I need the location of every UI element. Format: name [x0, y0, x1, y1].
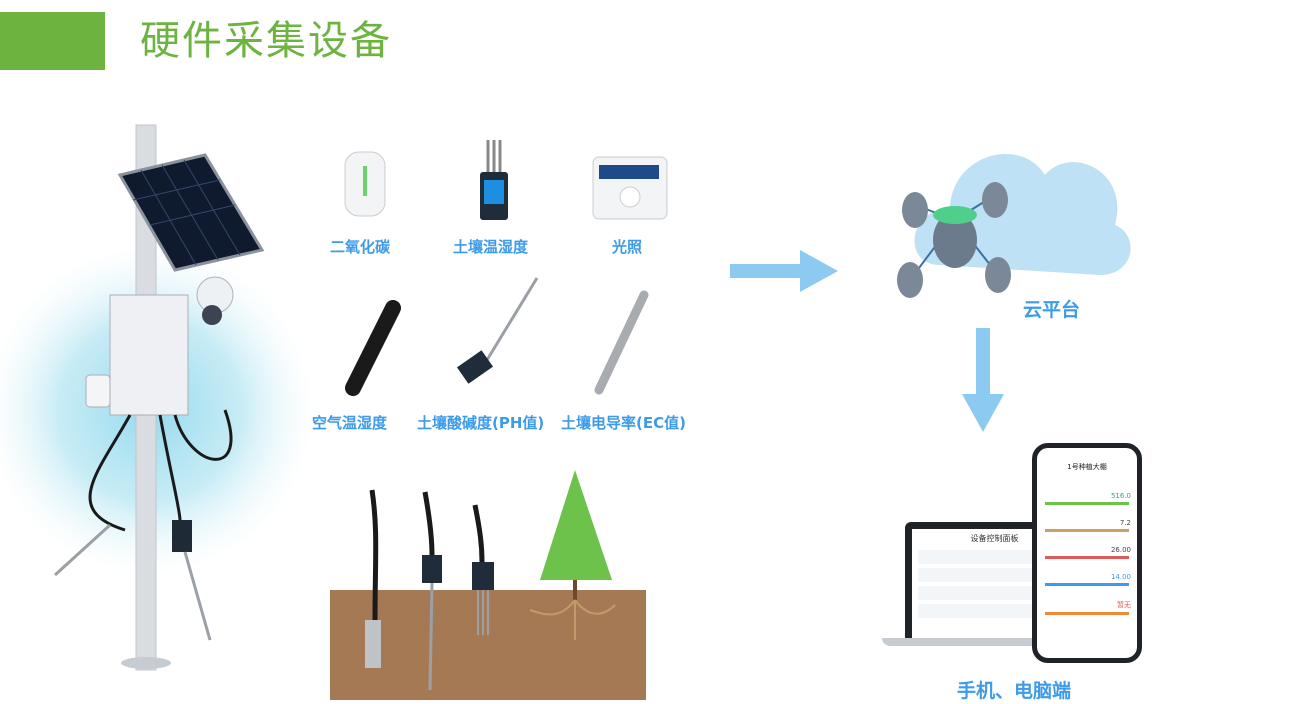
- phone-row-1: 516.0: [1110, 492, 1131, 500]
- control-box: [109, 294, 189, 416]
- sensor-label-soil-ec: 土壤电导率(EC值): [561, 414, 686, 432]
- air-temp-humidity-sensor-icon: [345, 300, 401, 396]
- page-title: 硬件采集设备: [140, 18, 392, 64]
- co2-sensor-icon: [344, 151, 386, 217]
- sensor-label-light: 光照: [612, 238, 643, 256]
- soil-scene-illustration: [330, 470, 646, 700]
- tree-icon: [540, 470, 612, 580]
- cloud-platform-label: 云平台: [1023, 299, 1081, 321]
- camera-lens: [202, 305, 222, 325]
- solar-panel: [117, 153, 265, 272]
- devices-label: 手机、电脑端: [957, 680, 1072, 702]
- cloud-platform-illustration: [897, 153, 1131, 298]
- arrow-right-icon: [730, 250, 838, 292]
- laptop-base: [882, 638, 1097, 646]
- phone-row-5: 暂无: [1117, 601, 1131, 609]
- phone-row-2: 7.2: [1119, 519, 1131, 527]
- phone-row-4: 14.00: [1110, 573, 1131, 581]
- soil-temp-humidity-sensor-icon: [480, 140, 508, 220]
- laptop-title: 设备控制面板: [970, 534, 1019, 543]
- title-accent-bar: [0, 12, 105, 70]
- sensor-label-air-temp-humidity: 空气温湿度: [312, 414, 388, 432]
- phone-title: 1号种植大棚: [1067, 463, 1107, 471]
- soil-ph-sensor-icon: [456, 277, 539, 384]
- sensor-label-soil-ph: 土壤酸碱度(PH值): [417, 414, 545, 432]
- air-sensor-unit: [85, 374, 111, 408]
- pole-base: [121, 657, 171, 669]
- sensor-label-co2: 二氧化碳: [330, 238, 391, 256]
- soil-ec-sensor-icon: [594, 290, 649, 395]
- phone-row-3: 26.00: [1110, 546, 1131, 554]
- sensor-label-soil-temp-humidity: 土壤温湿度: [453, 238, 529, 256]
- soil-probe-unit: [172, 520, 192, 552]
- arrow-down-icon: [962, 328, 1004, 432]
- weather-station-illustration: [0, 124, 315, 671]
- database-cluster-icon: [897, 182, 1011, 298]
- phone-screen: 1号种植大棚 516.0 7.2 26.00 14.00 暂无: [1032, 443, 1142, 663]
- light-sensor-icon: [592, 156, 668, 220]
